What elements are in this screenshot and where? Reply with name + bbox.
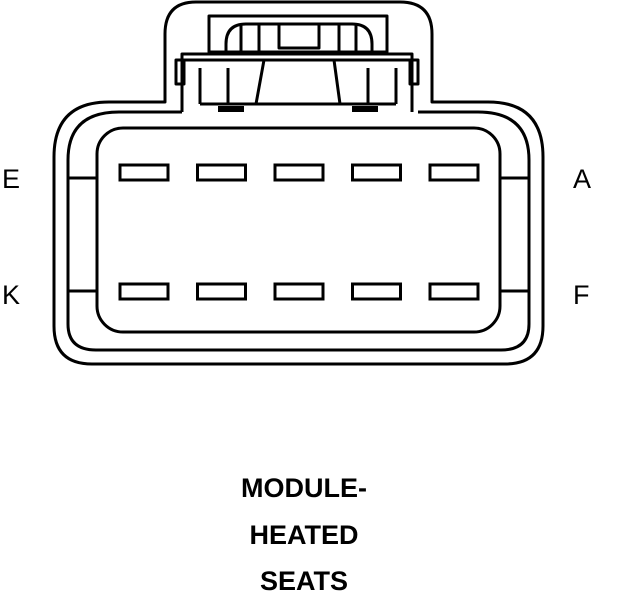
pin-label-bottom-right: F bbox=[573, 280, 590, 310]
pin-cavity bbox=[196, 163, 247, 182]
pin-cavity bbox=[351, 282, 402, 301]
pin-cavity-face bbox=[95, 126, 502, 334]
pin-cavity bbox=[273, 282, 325, 301]
pin-label-top-right: A bbox=[573, 164, 591, 194]
pin-cavity bbox=[118, 163, 170, 182]
caption-line-1: MODULE- bbox=[241, 473, 367, 503]
pin-cavity bbox=[428, 163, 480, 182]
pin-label-top-left: E bbox=[2, 164, 20, 194]
pin-cavity bbox=[196, 282, 247, 301]
side-ribs bbox=[68, 176, 529, 293]
locking-latch bbox=[174, 14, 420, 112]
pin-cavity bbox=[351, 163, 402, 182]
caption-line-3: SEATS bbox=[260, 566, 348, 596]
connector-housing-outer bbox=[52, 0, 545, 366]
latch-foot-right bbox=[352, 106, 378, 112]
pin-cavity bbox=[428, 282, 480, 301]
connector-housing-inner bbox=[66, 110, 531, 352]
pin-cavity bbox=[118, 282, 170, 301]
pin-cavity bbox=[273, 163, 325, 182]
pin-label-bottom-left: K bbox=[2, 280, 20, 310]
pin-array bbox=[118, 163, 480, 301]
caption-line-2: HEATED bbox=[249, 520, 358, 550]
latch-foot-left bbox=[218, 106, 244, 112]
